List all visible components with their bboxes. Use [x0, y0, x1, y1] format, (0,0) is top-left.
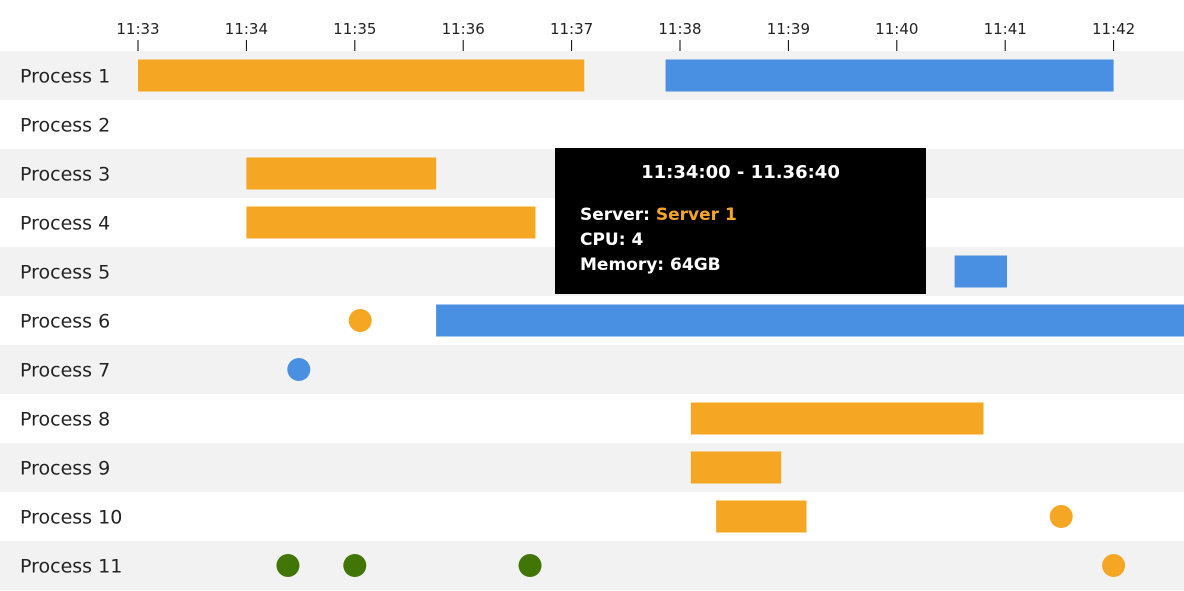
lane-row — [0, 492, 1184, 541]
tooltip-server-line: Server: Server 1 — [580, 203, 901, 228]
timeline-point[interactable] — [276, 554, 300, 577]
lane-label: Process 2 — [20, 115, 110, 137]
timeline-bar[interactable] — [690, 402, 984, 435]
lane-label: Process 8 — [20, 409, 110, 431]
timeline-bar[interactable] — [690, 451, 782, 484]
timeline-bar[interactable] — [246, 206, 536, 239]
timeline-bar[interactable] — [246, 157, 437, 190]
lane-labels: Process 1 Process 2 Process 3 Process 4 Proc… — [20, 66, 122, 578]
tick-label: 11:41 — [984, 20, 1027, 38]
tick-label: 11:35 — [333, 20, 376, 38]
tooltip: 11:34:00 - 11.36:40 Server: Server 1 CPU… — [555, 148, 926, 294]
tick-label: 11:37 — [550, 20, 593, 38]
tick-label: 11:40 — [875, 20, 918, 38]
lane-label: Process 4 — [20, 213, 110, 235]
tooltip-cpu-line: CPU: 4 — [580, 228, 901, 253]
timeline-point[interactable] — [348, 309, 372, 332]
timeline-point[interactable] — [343, 554, 367, 577]
timeline-point[interactable] — [287, 358, 311, 381]
tooltip-cpu-value: 4 — [631, 230, 644, 250]
timeline-point[interactable] — [1049, 505, 1073, 528]
lane-row — [0, 100, 1184, 149]
tick-label: 11:38 — [658, 20, 701, 38]
tooltip-server-label: Server: — [580, 205, 650, 225]
tick-label: 11:34 — [225, 20, 268, 38]
lane-row — [0, 345, 1184, 394]
lane-label: Process 10 — [20, 507, 122, 529]
timeline-point[interactable] — [518, 554, 542, 577]
timeline-bar[interactable] — [665, 59, 1114, 92]
lane-label: Process 11 — [20, 556, 122, 578]
x-axis: 11:33 11:34 11:35 11:36 11:37 11:38 11:39 11:40… — [116, 20, 1135, 51]
tick-label: 11:39 — [767, 20, 810, 38]
tick-label: 11:33 — [116, 20, 159, 38]
lane-row — [0, 541, 1184, 590]
tooltip-server-value: Server 1 — [655, 205, 737, 225]
lane-label: Process 7 — [20, 360, 110, 382]
tooltip-memory-line: Memory: 64GB — [580, 253, 901, 278]
tooltip-memory-value: 64GB — [670, 255, 721, 275]
timeline-bar[interactable] — [954, 255, 1008, 288]
timeline-point[interactable] — [1102, 554, 1126, 577]
timeline-bar[interactable] — [716, 500, 807, 533]
lane-label: Process 1 — [20, 66, 110, 88]
tick-label: 11:36 — [442, 20, 485, 38]
timeline-bar[interactable] — [138, 59, 585, 92]
lane-label: Process 3 — [20, 164, 110, 186]
tick-label: 11:42 — [1092, 20, 1135, 38]
lane-row — [0, 443, 1184, 492]
chart-marks — [138, 59, 1184, 577]
tooltip-cpu-label: CPU: — [580, 230, 626, 250]
lane-label: Process 6 — [20, 311, 110, 333]
tooltip-title: 11:34:00 - 11.36:40 — [641, 162, 840, 183]
timeline-bar[interactable] — [436, 304, 1184, 337]
tooltip-memory-label: Memory: — [580, 255, 665, 275]
lane-row — [0, 394, 1184, 443]
lane-label: Process 5 — [20, 262, 110, 284]
lane-label: Process 9 — [20, 458, 110, 480]
